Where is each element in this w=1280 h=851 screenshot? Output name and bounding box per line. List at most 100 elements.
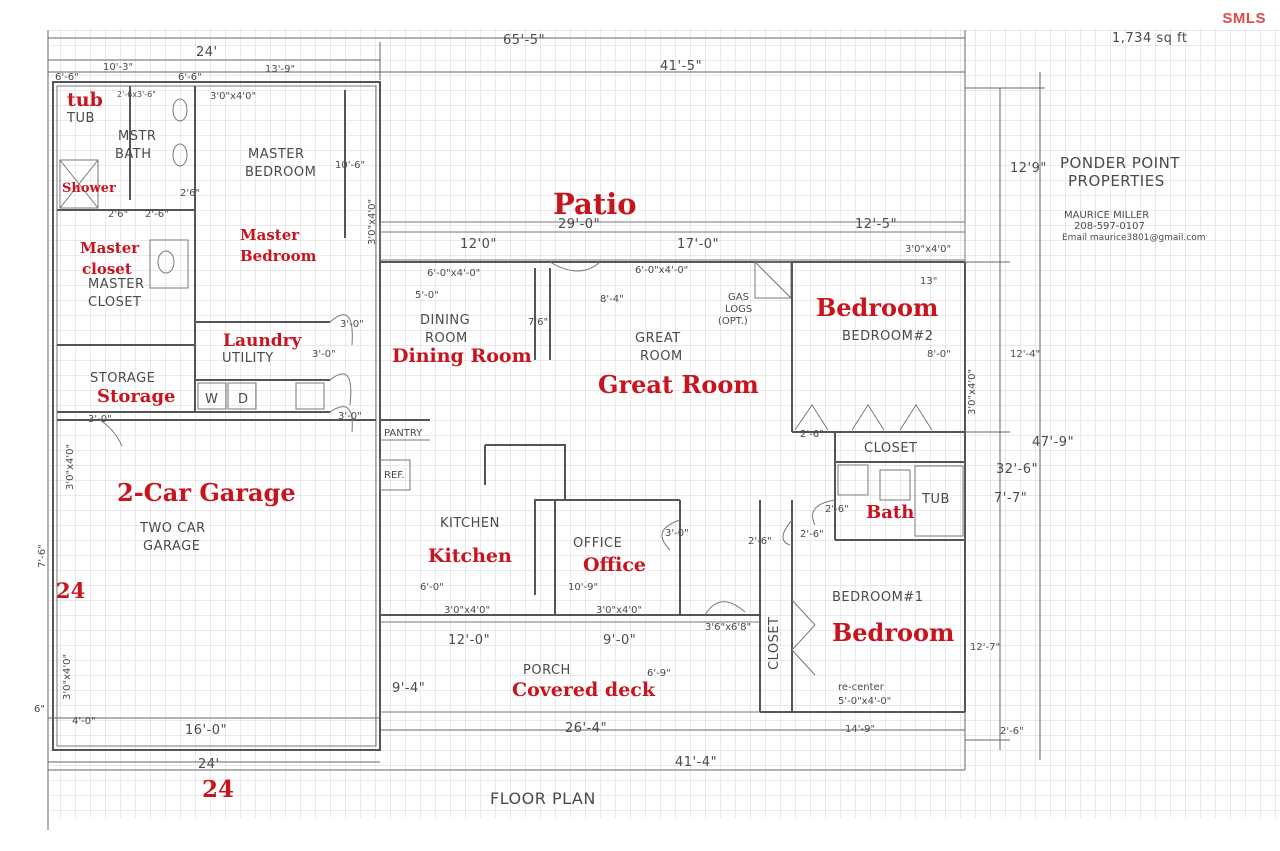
dim-47-9: 47'-9": [1032, 435, 1074, 450]
window-6x4b: 6'-0"x4'-0": [635, 265, 688, 276]
red-label-bedroom-bottom: Bedroom: [832, 618, 954, 647]
window-3x4a: 3'0"x4'0": [210, 91, 256, 102]
contact-name: MAURICE MILLER: [1064, 210, 1149, 221]
red-label-side-24: 24: [56, 578, 85, 603]
red-label-storage: Storage: [97, 386, 176, 407]
gas-logs-label-1: GAS: [728, 292, 749, 303]
dim-14-9: 14'-9": [845, 724, 875, 735]
dim-4-0: 4'-0": [72, 716, 96, 727]
gas-logs-label-2: LOGS: [725, 304, 752, 315]
bottom-dimension-lines: [48, 717, 965, 771]
dim-7-6-side: 7'-6": [37, 544, 48, 568]
red-label-master-closet-1: Master: [80, 239, 140, 257]
dim-12-7: 12'-7": [970, 642, 1000, 653]
dim-2-6d: 2'-6": [800, 429, 824, 440]
porch-hand-label: PORCH: [523, 663, 571, 678]
pantry-label: PANTRY: [384, 428, 423, 439]
dining-hand-label-1: DINING: [420, 313, 470, 328]
red-label-garage: 2-Car Garage: [117, 478, 296, 507]
two-car-garage-hand-label-1: TWO CAR: [139, 521, 206, 536]
red-label-covered-deck: Covered deck: [512, 679, 656, 701]
dim-2-6f: 2'-6": [800, 529, 824, 540]
graph-paper-grid: [50, 28, 1280, 818]
window-2-6x3-6: 2'-6x3'-6": [117, 90, 156, 99]
dim-6-9: 6'-9": [647, 668, 671, 679]
smls-watermark: SMLS: [1222, 10, 1266, 27]
dim-12-4: 12'-4": [1010, 349, 1040, 360]
dim-6-side: 6": [34, 704, 45, 715]
office-hand-label: OFFICE: [573, 536, 622, 551]
dim-3-0a: 3'-0": [340, 319, 364, 330]
mstr-bath-hand-label-1: MSTR: [118, 129, 156, 144]
dim-3-0c: 3'-0": [338, 411, 362, 422]
handwritten-labels: TUB MSTR BATH MASTER BEDROOM MASTER CLOS…: [66, 31, 1187, 808]
door-3-6x6-8: 3'6"x6'8": [705, 622, 751, 633]
tub-hand-label: TUB: [66, 111, 95, 126]
dim-8-0: 8'-0": [927, 349, 951, 360]
red-label-dining-room: Dining Room: [392, 345, 532, 367]
dim-13: 13": [920, 276, 937, 287]
red-label-master-bedroom-1: Master: [240, 226, 300, 244]
dim-7-7: 7'-7": [994, 491, 1027, 506]
great-room-hand-label-1: GREAT: [635, 331, 681, 346]
closet-side-hand-label: CLOSET: [767, 617, 782, 671]
washer-label: W: [205, 392, 218, 407]
floor-plan-title: FLOOR PLAN: [490, 789, 596, 808]
kitchen-hand-label: KITCHEN: [440, 516, 500, 531]
dim-3-0b: 3'-0": [312, 349, 336, 360]
storage-hand-label: STORAGE: [90, 371, 155, 386]
red-label-great-room: Great Room: [598, 370, 759, 399]
dim-41-5: 41'-5": [660, 59, 702, 74]
utility-hand-label: UTILITY: [222, 351, 274, 366]
company-name-line-1: PONDER POINT: [1060, 154, 1180, 172]
dim-12-0b: 12'-0": [448, 633, 490, 648]
dim-3-0e: 3'-0": [665, 528, 689, 539]
master-bedroom-hand-label-2: BEDROOM: [245, 165, 316, 180]
tub-right-hand-label: TUB: [921, 492, 950, 507]
company-name-line-2: PROPERTIES: [1068, 172, 1165, 190]
dim-10-6: 10'-6": [335, 160, 365, 171]
dim-16-0: 16'-0": [185, 723, 227, 738]
dim-2-6h: 2'-6": [1000, 726, 1024, 737]
contact-email: Email maurice3801@gmail.com: [1062, 233, 1206, 243]
dim-13-9: 13'-9": [265, 64, 295, 75]
bedroom2-hand-label: BEDROOM#2: [842, 329, 934, 344]
sqft-label: 1,734 sq ft: [1112, 31, 1187, 46]
dim-12-9: 12'9": [1010, 161, 1047, 176]
contact-phone: 208-597-0107: [1074, 221, 1145, 232]
brand-block: PONDER POINT PROPERTIES MAURICE MILLER 2…: [1060, 154, 1206, 243]
window-5x4: 5'-0"x4'-0": [838, 696, 891, 707]
gas-logs-label-3: (OPT.): [718, 316, 748, 327]
dim-6-6a: 6'-6": [55, 72, 79, 83]
dim-32-6: 32'-6": [996, 462, 1038, 477]
walls: [52, 81, 966, 751]
dim-2-6g: 2'-6": [748, 536, 772, 547]
dim-9-0: 9'-0": [603, 633, 636, 648]
dim-3-0d: 3'-0": [88, 414, 112, 425]
red-label-bottom-24: 24: [202, 776, 234, 803]
dimension-labels: 65'-5" 24' 10'-3" 6'-6" 6'-6" 13'-9" 41'…: [34, 33, 1074, 772]
red-label-master-bedroom-2: Bedroom: [240, 247, 317, 265]
red-label-laundry: Laundry: [223, 331, 303, 351]
master-closet-hand-label-1: MASTER: [88, 277, 145, 292]
recenter-label: re-center: [838, 682, 885, 693]
red-label-bedroom-top: Bedroom: [816, 293, 938, 322]
dim-17-0: 17'-0": [677, 237, 719, 252]
red-room-labels: tub Shower Master closet Master Bedroom …: [56, 89, 954, 803]
red-label-master-closet-2: closet: [82, 260, 132, 278]
dim-7-6: 7'6": [528, 317, 548, 328]
closet-top-hand-label: CLOSET: [864, 441, 918, 456]
dim-12-0a: 12'0": [460, 237, 497, 252]
dim-2-6e: 2'-6": [825, 504, 849, 515]
dim-24-top: 24': [196, 45, 218, 60]
window-3x4e: 3'0"x4'0": [65, 444, 76, 490]
window-6x4a: 6'-0"x4'-0": [427, 268, 480, 279]
two-car-garage-hand-label-2: GARAGE: [143, 539, 200, 554]
master-bedroom-hand-label-1: MASTER: [248, 147, 305, 162]
dim-9-4: 9'-4": [392, 681, 425, 696]
dim-6-6b: 6'-6": [178, 72, 202, 83]
dim-10-3: 10'-3": [103, 62, 133, 73]
door-swings: [99, 261, 933, 676]
window-3x4f: 3'0"x4'0": [444, 605, 490, 616]
